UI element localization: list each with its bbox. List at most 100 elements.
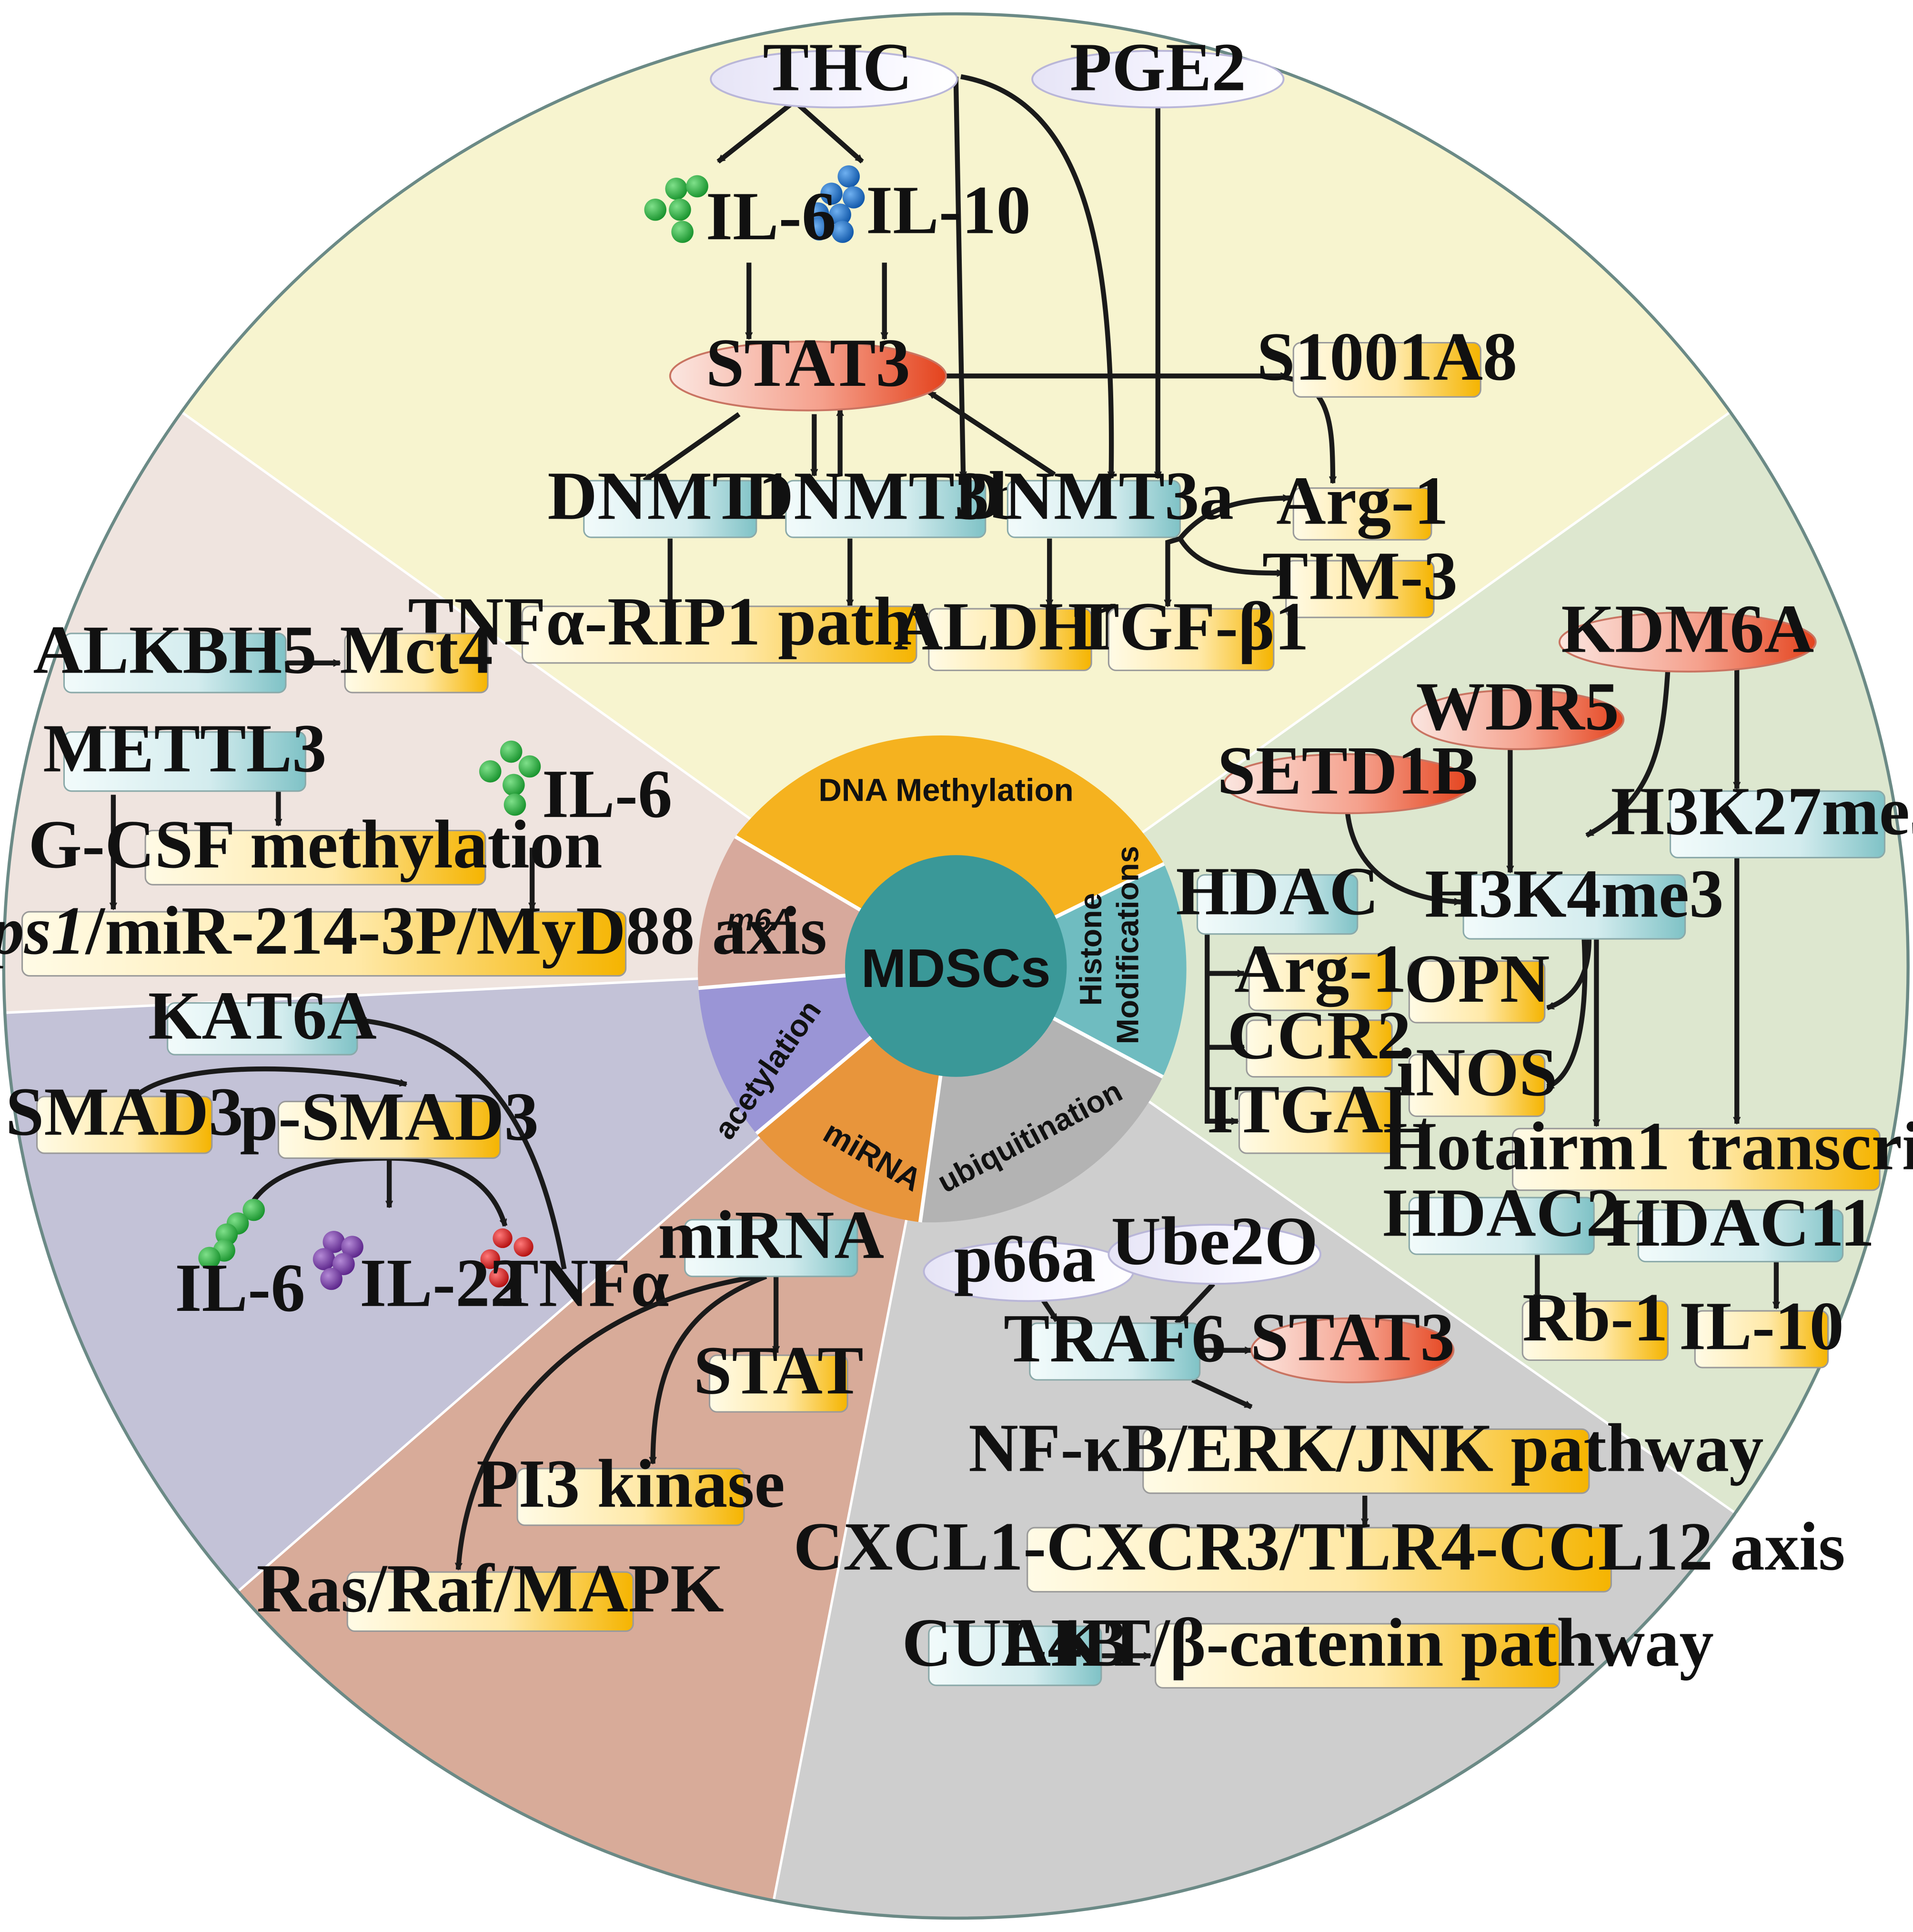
m6a-region: IL-6 ALKBH5 Mct4 METTL3 G-CSF methylatio…	[0, 612, 827, 977]
svg-text:Ube2O: Ube2O	[1111, 1203, 1318, 1279]
ring-label-histone: Histone Modifications	[1073, 846, 1145, 1044]
axis-rest: /miR-214-3P/MyD88 axis	[85, 893, 827, 969]
ring-dna-methylation	[735, 735, 1164, 966]
svg-text:TRAF6: TRAF6	[1004, 1300, 1226, 1377]
p-smad3-box: p-SMAD3	[240, 1079, 539, 1159]
svg-text:DNMT3a: DNMT3a	[954, 458, 1234, 534]
il6-cluster-acetyl	[198, 1198, 265, 1269]
s1001a8-box: S1001A8	[1257, 319, 1517, 398]
tnfa-cluster	[480, 1228, 534, 1288]
svg-text:p-SMAD3: p-SMAD3	[240, 1079, 538, 1155]
akt-catenin-box: AKT/β-catenin pathway	[1001, 1605, 1714, 1689]
svg-text:NF-κB/ERK/JNK pathway: NF-κB/ERK/JNK pathway	[968, 1410, 1763, 1486]
aldh1-box: ALDH1	[893, 588, 1127, 671]
kat6a-box: KAT6A	[148, 978, 377, 1056]
svg-text:ALKBH5: ALKBH5	[33, 612, 317, 688]
mettl3-box: METTL3	[43, 710, 327, 792]
center-label: MDSCs	[861, 938, 1051, 999]
arg1-box-histone: Arg-1	[1234, 931, 1407, 1011]
mct4-box: Mct4	[340, 612, 493, 694]
svg-text:miRNA: miRNA	[658, 1197, 885, 1273]
nfkb-erk-jnk-box: NF-κB/ERK/JNK pathway	[968, 1410, 1763, 1494]
il6-label-acetyl: IL-6	[175, 1250, 305, 1326]
arg1-box-dna: Arg-1	[1276, 463, 1449, 541]
kdm6a-node: KDM6A	[1558, 591, 1817, 673]
sector-acetylation	[3, 966, 956, 1591]
svg-text:OPN: OPN	[1404, 941, 1550, 1017]
olfr29-italic: Olfr29-ps1	[0, 893, 86, 969]
acetylation-region: IL-6 IL-22 TNFα KAT6A SMAD3 p-SMAD3	[6, 978, 669, 1326]
svg-text:CCR2: CCR2	[1228, 997, 1411, 1074]
svg-text:HDAC2: HDAC2	[1383, 1175, 1621, 1251]
pi3-kinase-box: PI3 kinase	[476, 1446, 785, 1526]
center-circle	[845, 855, 1067, 1077]
itgal-box: ITGAL	[1207, 1071, 1430, 1154]
hotairm1-box: Hotairm1 transcripts	[1383, 1108, 1913, 1191]
ring-label-histone-line2: Modifications	[1110, 846, 1145, 1044]
il22-cluster	[312, 1230, 363, 1290]
h3k27me3-box: H3K27me3	[1611, 773, 1913, 858]
svg-text:TGF-β1: TGF-β1	[1073, 588, 1309, 664]
category-ring: MDSCs DNA Methylation Histone Modificati…	[698, 735, 1187, 1223]
svg-text:METTL3: METTL3	[43, 710, 326, 786]
ring-label-m6a: m6A	[726, 902, 793, 937]
svg-text:HDAC11: HDAC11	[1606, 1185, 1874, 1261]
rb1-box: Rb-1	[1521, 1279, 1669, 1361]
ube2o-node: Ube2O	[1108, 1203, 1322, 1285]
inos-box: iNOS	[1397, 1035, 1558, 1117]
ring-histone	[956, 864, 1187, 1077]
h3k4me3-box: H3K4me3	[1425, 856, 1724, 940]
svg-text:ALDH1: ALDH1	[893, 588, 1127, 664]
svg-text:H3K4me3: H3K4me3	[1425, 856, 1723, 932]
sector-mirna	[239, 966, 956, 1901]
svg-text:Mct4: Mct4	[340, 612, 493, 688]
stat-box: STAT	[694, 1332, 864, 1413]
olfr29-axis-box: Olfr29-ps1/miR-214-3P/MyD88 axis	[0, 893, 827, 977]
dnmt3b-box: DNMT3b	[744, 458, 1027, 538]
thc-node: THC	[710, 29, 958, 109]
svg-text:Olfr29-ps1/miR-214-3P/MyD88 ax: Olfr29-ps1/miR-214-3P/MyD88 axis	[0, 893, 827, 969]
svg-text:WDR5: WDR5	[1416, 668, 1619, 745]
stat3-node-dna: STAT3	[669, 325, 947, 412]
alkbh5-box: ALKBH5	[33, 612, 317, 694]
il6-cluster-m6a	[479, 740, 541, 816]
svg-text:CXCL1-CXCR3/TLR4-CCL12 axis: CXCL1-CXCR3/TLR4-CCL12 axis	[793, 1509, 1845, 1585]
cxcl1-axis-box: CXCL1-CXCR3/TLR4-CCL12 axis	[793, 1509, 1845, 1593]
tgfb1-box: TGF-β1	[1073, 588, 1309, 671]
tim3-box: TIM-3	[1262, 538, 1458, 618]
svg-text:H3K27me3: H3K27me3	[1611, 773, 1913, 849]
hdac2-box: HDAC2	[1383, 1175, 1621, 1255]
svg-text:STAT: STAT	[694, 1332, 864, 1409]
svg-text:Ras/Raf/MAPK: Ras/Raf/MAPK	[257, 1550, 724, 1627]
svg-text:Rb-1: Rb-1	[1522, 1279, 1668, 1356]
traf6-box: TRAF6	[1004, 1300, 1226, 1381]
svg-text:HDAC: HDAC	[1176, 853, 1379, 929]
svg-text:THC: THC	[763, 29, 913, 105]
hdac11-box: HDAC11	[1606, 1185, 1875, 1263]
svg-text:DNMT1: DNMT1	[547, 458, 793, 534]
svg-text:ITGAL: ITGAL	[1207, 1071, 1430, 1147]
p66a-node: p66a	[923, 1220, 1135, 1302]
svg-text:Arg-1: Arg-1	[1276, 463, 1449, 539]
il6-cluster-top	[644, 175, 708, 243]
svg-text:G-CSF methylation: G-CSF methylation	[28, 806, 602, 883]
ubiquitination-region: p66a Ube2O TRAF6 STAT3 NF-κB/ERK/JNK pat…	[793, 1203, 1845, 1689]
smad3-box: SMAD3	[6, 1074, 243, 1154]
ring-label-dna-methylation: DNA Methylation	[818, 772, 1073, 808]
histone-region: KDM6A WDR5 SETD1B H3K27me3 H3K4me3 HDAC …	[1176, 591, 1913, 1368]
svg-text:STAT3: STAT3	[1250, 1299, 1455, 1376]
il22-label: IL-22	[360, 1245, 524, 1321]
ring-label-histone-line1: Histone	[1073, 893, 1108, 1006]
gcsf-methylation-box: G-CSF methylation	[28, 806, 603, 886]
mirna-region: miRNA STAT PI3 kinase Ras/Raf/MAPK	[257, 1197, 885, 1632]
il10-cluster-top	[806, 165, 865, 243]
svg-text:Hotairm1 transcripts: Hotairm1 transcripts	[1383, 1108, 1913, 1185]
svg-text:iNOS: iNOS	[1397, 1035, 1558, 1111]
mirna-box: miRNA	[658, 1197, 885, 1278]
svg-text:TIM-3: TIM-3	[1262, 538, 1458, 614]
dna-methylation-region: THC PGE2 IL-6 IL-10 STAT3 S1001A8 DNMT1 …	[408, 29, 1517, 671]
ccr2-box: CCR2	[1228, 997, 1411, 1078]
setd1b-node: SETD1B	[1217, 733, 1478, 815]
svg-text:KDM6A: KDM6A	[1561, 591, 1814, 667]
